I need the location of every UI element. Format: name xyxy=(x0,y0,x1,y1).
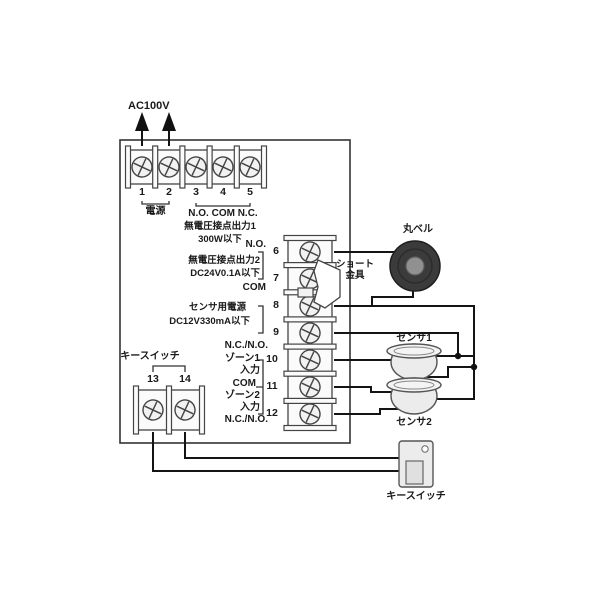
bracket-terminals-13-14 xyxy=(152,365,186,372)
sensor1-device xyxy=(386,343,442,381)
bracket-terminals-8-9 xyxy=(258,305,264,334)
zone2-input-label: 入力 xyxy=(240,402,260,413)
terminal6-no-label: N.O. xyxy=(245,239,266,250)
terminal-number-4: 4 xyxy=(220,186,226,198)
junction-dot xyxy=(454,352,462,360)
terminal-number-3: 3 xyxy=(193,186,199,198)
terminal-number-11: 11 xyxy=(266,380,278,392)
bracket-terminals-6-7 xyxy=(258,251,264,280)
terminal-number-14: 14 xyxy=(179,373,191,385)
relay-contact-labels: N.O. COM N.C. xyxy=(188,208,258,219)
wire-terminal14-keyswitch xyxy=(184,432,399,459)
sensor2-device xyxy=(386,377,442,415)
bell-label: 丸ベル xyxy=(403,224,433,235)
keyswitch-device xyxy=(398,440,434,488)
zone2-label: ゾーン2 xyxy=(224,390,260,401)
ac-power-arrows xyxy=(135,112,176,131)
terminal-number-9: 9 xyxy=(273,326,279,338)
ac-power-label: AC100V xyxy=(128,100,170,112)
wire-terminal13-keyswitch xyxy=(152,432,399,472)
sensor-power-line2: DC12V330mA以下 xyxy=(169,316,250,327)
terminal-number-12: 12 xyxy=(266,407,278,419)
up-arrow-icon xyxy=(135,112,149,131)
terminal-number-2: 2 xyxy=(166,186,172,198)
top-terminal-block xyxy=(124,145,268,189)
up-arrow-icon xyxy=(162,112,176,131)
terminal-number-1: 1 xyxy=(139,186,145,198)
terminal-number-6: 6 xyxy=(273,245,279,257)
sensor1-label: センサ1 xyxy=(396,333,432,344)
terminal-number-13: 13 xyxy=(147,373,159,385)
terminal7-com-label: COM xyxy=(242,282,266,293)
short-fitting-label-line1: ショート xyxy=(335,259,374,270)
wire-terminal8-bus xyxy=(334,305,475,400)
terminal11-com-label: COM xyxy=(232,378,256,389)
sensor-power-line1: センサ用電源 xyxy=(188,302,246,313)
output2-spec-line2: DC24V0.1A以下 xyxy=(190,268,260,279)
junction-dots xyxy=(454,352,478,371)
keyswitch-terminal-block xyxy=(132,385,206,435)
wire-terminal11-sensor2 xyxy=(334,386,392,393)
bracket-terminals-1-2 xyxy=(141,201,170,205)
zone1-label: ゾーン1 xyxy=(224,353,260,364)
junction-dot xyxy=(470,363,478,371)
wire-terminal12-sensor2 xyxy=(334,408,399,415)
terminal-number-10: 10 xyxy=(266,353,278,365)
keyswitch-block-label: キースイッチ xyxy=(120,351,180,362)
wires xyxy=(141,131,475,472)
wire-bell-bottom-drop xyxy=(371,291,414,306)
short-fitting-label-line2: 金具 xyxy=(345,270,365,281)
bracket-terminals-10-12 xyxy=(256,359,264,415)
terminal-number-5: 5 xyxy=(247,186,253,198)
zone-bottom-contact-label: N.C./N.O. xyxy=(224,414,268,425)
bracket-terminals-3-5 xyxy=(195,203,251,207)
sensor2-label: センサ2 xyxy=(396,417,432,428)
wire-junction-to-sensor1 xyxy=(427,366,474,378)
zone1-input-label: 入力 xyxy=(240,365,260,376)
terminal-number-8: 8 xyxy=(273,299,279,311)
output2-spec-line1: 無電圧接点出力2 xyxy=(188,255,260,266)
keyswitch-device-label: キースイッチ xyxy=(386,491,446,502)
right-terminal-block xyxy=(283,234,337,432)
bell-device xyxy=(389,240,441,292)
terminal-number-7: 7 xyxy=(273,272,279,284)
output1-spec-line1: 無電圧接点出力1 xyxy=(184,221,256,232)
short-fitting xyxy=(297,259,341,309)
wire-terminal9-drop xyxy=(334,332,459,356)
power-group-label: 電源 xyxy=(145,206,166,217)
output1-spec-line2: 300W以下 xyxy=(198,234,242,245)
zone-top-contact-label: N.C./N.O. xyxy=(224,340,268,351)
label-brackets xyxy=(141,201,264,415)
